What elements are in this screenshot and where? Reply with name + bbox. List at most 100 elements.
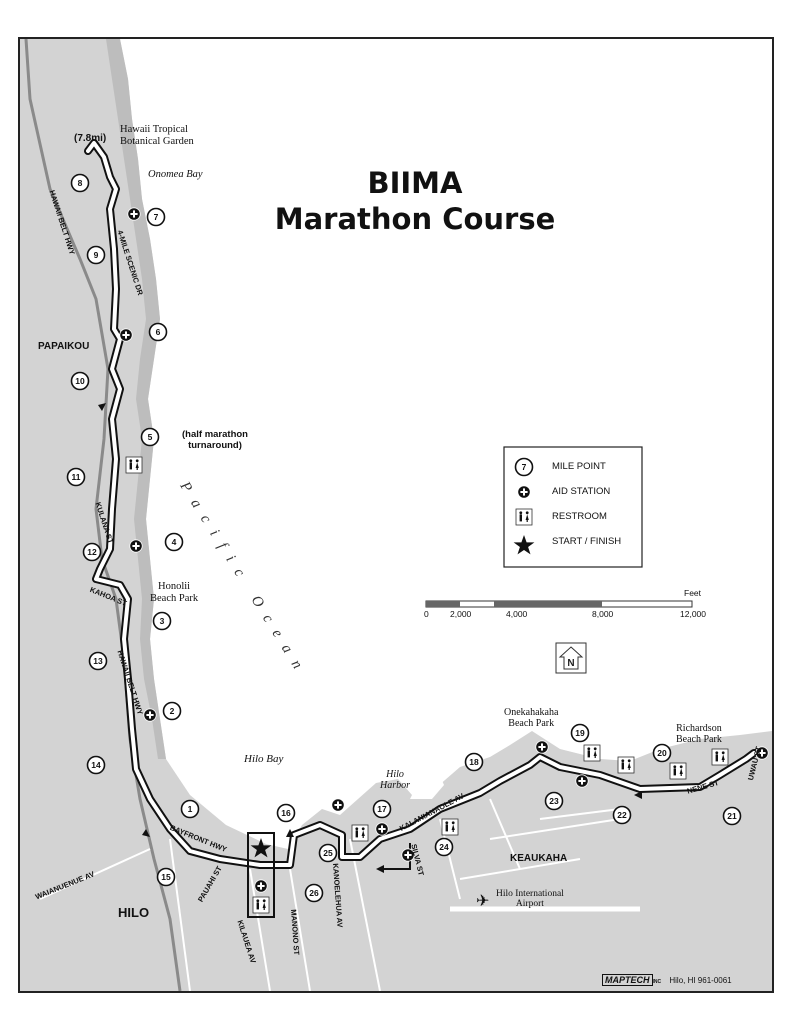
scale-tick-0: 0 [424, 609, 429, 619]
restroom-icon [583, 744, 601, 762]
label-richardson: Richardson Beach Park [676, 723, 722, 745]
label-keaukaha: KEAUKAHA [510, 853, 568, 864]
map-ref: Hilo, HI 961-0061 [669, 976, 732, 985]
mile-marker-23 [544, 791, 564, 811]
label-hilo: HILO [118, 905, 150, 920]
land-mass [20, 39, 772, 991]
mile-marker-label: 12 [87, 547, 97, 557]
mile-marker-26 [304, 883, 324, 903]
label-onekahakaha-line-1: Onekahakaha [504, 707, 559, 718]
mile-marker-1 [180, 799, 200, 819]
svg-text:N: N [567, 658, 574, 669]
page-title: BIIMA Marathon Course [270, 165, 560, 237]
mile-marker-6 [148, 322, 168, 342]
aid-station-icon [575, 774, 589, 788]
title-line-2: Marathon Course [274, 202, 556, 236]
mile-marker-label: 14 [91, 760, 101, 770]
mile-marker-18 [464, 752, 484, 772]
mile-marker-label: 8 [78, 178, 83, 188]
mile-marker-19 [570, 723, 590, 743]
label-hilo-harbor-line-1: Hilo [386, 769, 404, 780]
label-richardson-line-2: Beach Park [676, 734, 722, 745]
legend-aid-icon [517, 485, 531, 499]
mile-marker-label: 16 [281, 808, 291, 818]
mile-marker-7 [146, 207, 166, 227]
label-papaikou: PAPAIKOU [38, 341, 90, 352]
label-onekahakaha-line-2: Beach Park [508, 718, 555, 729]
mile-marker-label: 2 [170, 706, 175, 716]
scale-tick-8000: 8,000 [592, 609, 614, 619]
aid-station-icon [254, 879, 268, 893]
marathon-route-inner [86, 141, 756, 867]
mile-marker-label: 11 [72, 472, 81, 482]
coastal-rock [106, 39, 166, 759]
mile-marker-10 [70, 371, 90, 391]
label-turnaround-distance: (7.8mi) [74, 133, 107, 144]
street-grid [39, 798, 621, 991]
mile-marker-label: 7 [154, 212, 159, 222]
aid-station-icon [535, 740, 549, 754]
aid-station-icon [119, 328, 133, 342]
mile-marker-9 [86, 245, 106, 265]
label-onekahakaha: Onekahakaha Beach Park [504, 707, 558, 729]
mile-marker-label: 23 [549, 796, 559, 806]
maptech-brand: MAPTECH [602, 974, 653, 986]
mile-marker-label: 4 [172, 537, 177, 547]
legend-label-start-finish: START / FINISH [552, 536, 622, 547]
legend-star-icon [513, 535, 535, 555]
mile-marker-14 [86, 755, 106, 775]
legend-label-mile-point: MILE POINT [552, 461, 606, 472]
highway-line [24, 39, 182, 991]
legend-label-restroom: RESTROOM [552, 511, 607, 522]
scale-bar [425, 600, 693, 608]
label-half-turnaround: (half marathon turnaround) [182, 429, 248, 451]
mile-marker-11 [66, 467, 86, 487]
start-star [250, 838, 272, 858]
mile-marker-3 [152, 611, 172, 631]
mile-marker-label: 9 [94, 250, 99, 260]
label-airport-line-1: Hilo International [496, 889, 564, 899]
label-hilo-harbor: Hilo Harbor [380, 769, 410, 791]
scale-tick-2000: 2,000 [450, 609, 472, 619]
mile-marker-label: 13 [93, 656, 103, 666]
mile-marker-label: 1 [188, 804, 193, 814]
label-honolii: Honolii Beach Park [150, 581, 198, 605]
restroom-icon [711, 748, 729, 766]
restroom-icon [617, 756, 635, 774]
legend-restroom-icon [515, 508, 533, 526]
mile-marker-label: 3 [160, 616, 165, 626]
mile-marker-15 [156, 867, 176, 887]
aid-station-icon [143, 708, 157, 722]
mile-marker-20 [652, 743, 672, 763]
legend-mile-sample: 7 [522, 462, 527, 472]
mile-marker-label: 10 [75, 376, 85, 386]
mile-marker-label: 24 [439, 842, 449, 852]
mile-marker-label: 25 [323, 848, 333, 858]
label-airport-line-2: Airport [515, 899, 544, 909]
aid-station-icon [375, 822, 389, 836]
legend-label-aid-station: AID STATION [552, 486, 611, 497]
title-line-1: BIIMA [367, 166, 463, 200]
label-hilo-harbor-line-2: Harbor [380, 780, 411, 791]
mile-marker-label: 26 [309, 888, 319, 898]
restroom-icon [252, 896, 270, 914]
mile-marker-16 [276, 803, 296, 823]
scale-tick-4000: 4,000 [506, 609, 528, 619]
label-onomea-bay: Onomea Bay [148, 169, 203, 180]
scale-tick-12000: 12,000 [680, 609, 706, 619]
legend: 7 [503, 446, 643, 568]
mile-marker-17 [372, 799, 392, 819]
mile-marker-label: 18 [469, 757, 479, 767]
scale-unit: Feet [684, 588, 702, 598]
label-honolii-line-1: Honolii [158, 581, 191, 592]
mile-marker-12 [82, 542, 102, 562]
mile-marker-4 [164, 532, 184, 552]
mile-marker-2 [162, 701, 182, 721]
restroom-icon [669, 762, 687, 780]
mile-marker-24 [434, 837, 454, 857]
aid-station-icon [129, 539, 143, 553]
airplane-icon: ✈ [476, 893, 490, 910]
